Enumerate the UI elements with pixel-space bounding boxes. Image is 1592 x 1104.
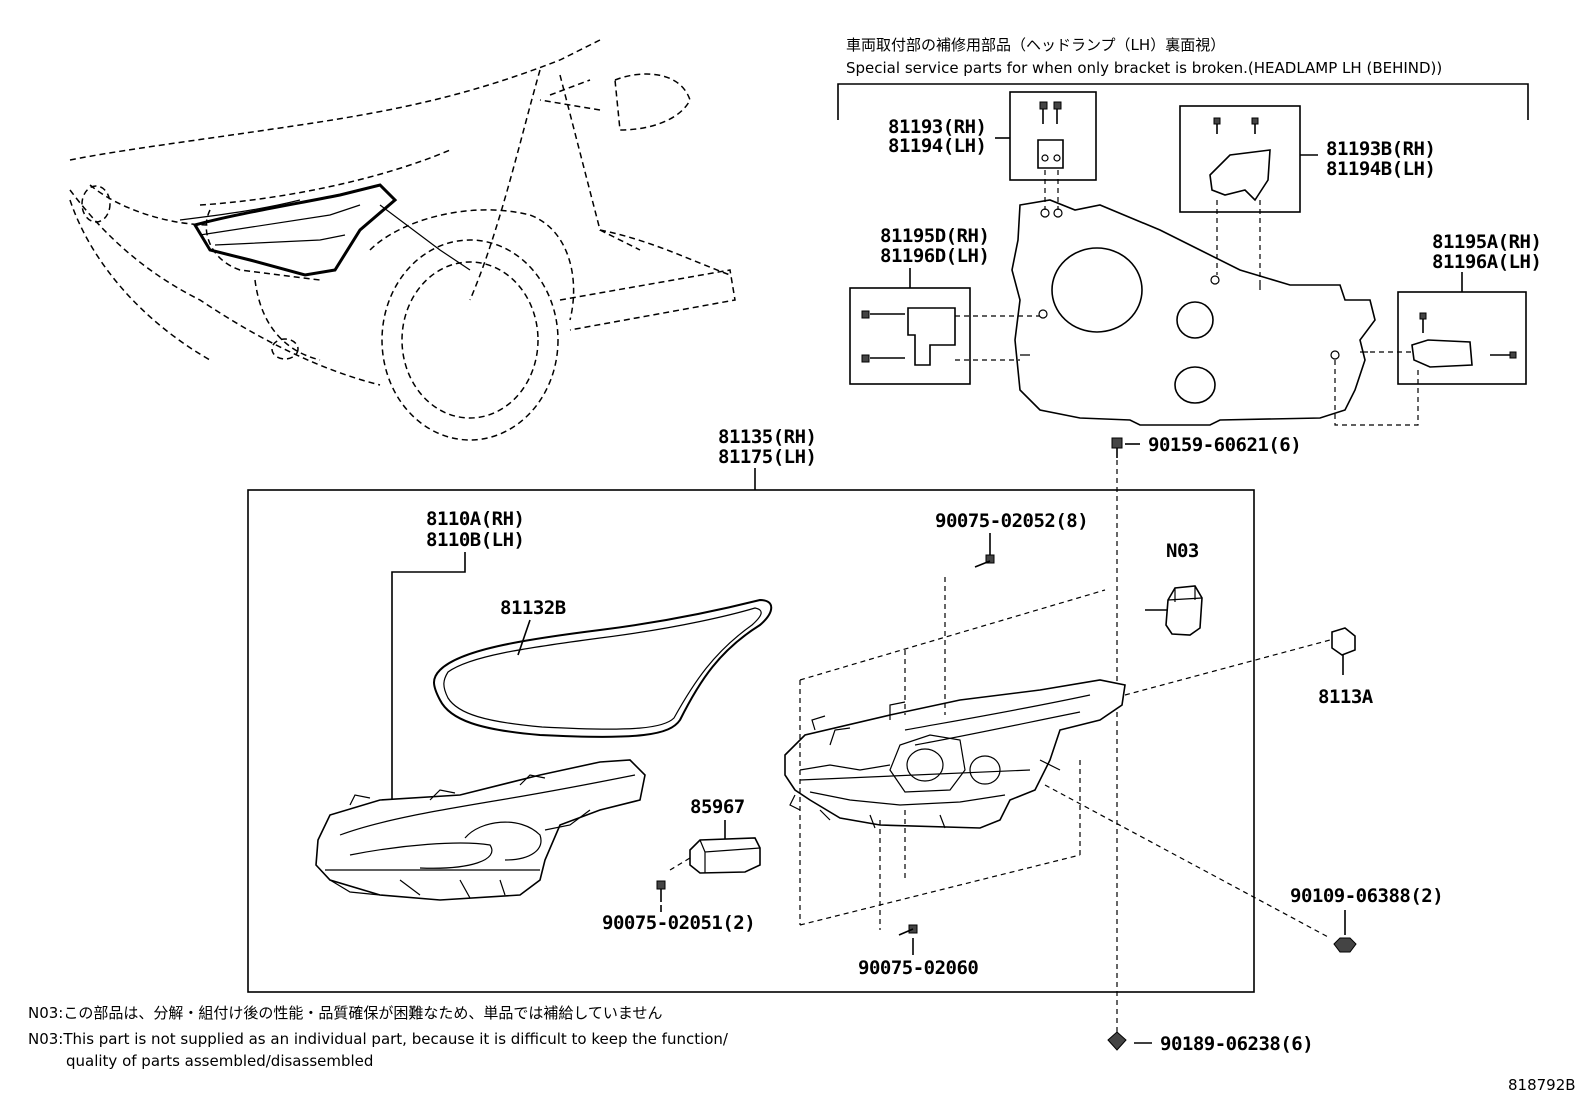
special-service-parts-section: 車両取付部の補修用部品（ヘッドランプ（LH）裏面視） Special servi… [837,36,1542,1035]
label-90075-02060: 90075-02060 [858,957,978,979]
label-81193: 81193(RH) [888,116,986,138]
label-81194B: 81194B(LH) [1326,158,1435,180]
headlamp-assembly-section: 81135(RH) 81175(LH) 8110A(RH) 8110B(LH) … [247,426,1374,993]
label-N03: N03 [1166,540,1199,562]
label-81196A: 81196A(LH) [1432,251,1541,273]
label-81196D: 81196D(LH) [880,245,989,267]
note-en-line2: quality of parts assembled/disassembled [66,1052,373,1070]
label-81194: 81194(LH) [888,135,986,157]
label-90159-60621: 90159-60621(6) [1148,434,1301,456]
label-8113A: 8113A [1318,686,1374,708]
bolt-icon [1039,101,1062,124]
label-81195A: 81195A(RH) [1432,231,1541,253]
label-81195D: 81195D(RH) [880,225,989,247]
label-81175: 81175(LH) [718,446,816,468]
bracket-81193 [1037,139,1064,169]
actuator-N03 [1165,585,1203,636]
clip-icon [1107,1031,1127,1051]
nut-icon [1333,937,1357,953]
module-85967 [689,837,761,874]
label-8110B: 8110B(LH) [426,529,524,551]
vehicle-front-illustration [69,39,736,441]
headlamp-assembly-unit [784,679,1126,829]
label-90075-02052: 90075-02052(8) [935,510,1088,532]
section-title-jp: 車両取付部の補修用部品（ヘッドランプ（LH）裏面視） [846,36,1225,54]
label-85967: 85967 [690,796,745,818]
note-jp: N03:この部品は、分解・組付け後の性能・品質確保が困難なため、単品では補給して… [28,1004,662,1022]
label-90075-02051: 90075-02051(2) [602,912,755,934]
assembly-frame [247,489,1255,993]
label-90109-06388: 90109-06388(2) [1290,885,1443,907]
note-en-line1: N03:This part is not supplied as an indi… [28,1030,729,1048]
label-90189-06238: 90189-06238(6) [1160,1033,1313,1055]
label-81132B: 81132B [500,597,566,619]
headlamp-lens-8110A [315,759,646,901]
bracket-81195A [1411,339,1473,368]
bracket-81195D [907,307,956,366]
section-title-en: Special service parts for when only brac… [846,59,1442,77]
figure-id: 818792B [1508,1076,1576,1094]
bracket-81193B [1209,149,1271,202]
socket-8113A [1331,627,1356,656]
gasket-81132B [433,598,773,738]
label-81193B: 81193B(RH) [1326,138,1435,160]
label-8110A: 8110A(RH) [426,508,524,530]
label-81135: 81135(RH) [718,426,816,448]
